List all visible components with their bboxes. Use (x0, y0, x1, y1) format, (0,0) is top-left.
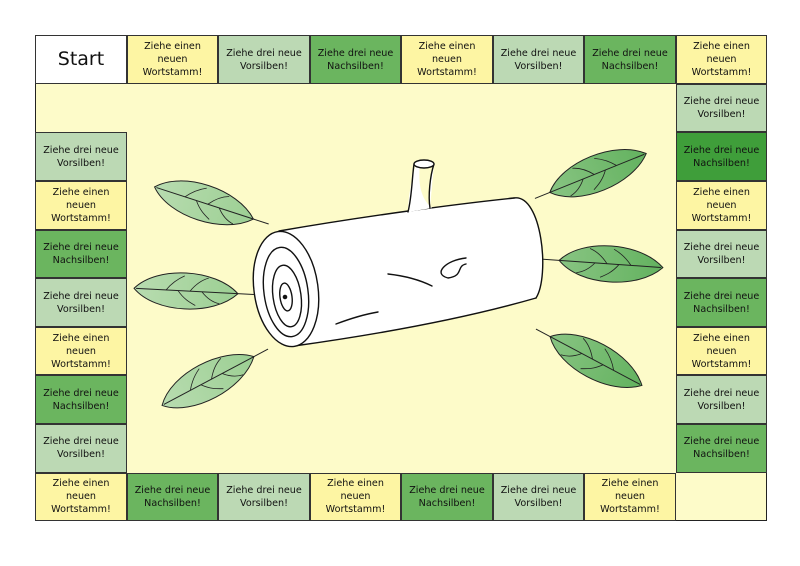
board-field-vorsilben[interactable]: Ziehe drei neue Vorsilben! (35, 278, 127, 327)
board-field-nachsilben[interactable]: Ziehe drei neue Nachsilben! (675, 278, 768, 327)
board-field-wortstamm[interactable]: Ziehe einen neuen Wortstamm! (309, 472, 402, 522)
board-field-wortstamm[interactable]: Ziehe einen neuen Wortstamm! (401, 35, 493, 84)
board-field-wortstamm[interactable]: Ziehe einen neuen Wortstamm! (584, 472, 676, 522)
leaf-icon (543, 245, 664, 283)
board-field-nachsilben[interactable]: Ziehe drei neue Nachsilben! (584, 35, 676, 84)
leaf-icon (534, 149, 647, 199)
board-field-vorsilben[interactable]: Ziehe drei neue Vorsilben! (35, 424, 127, 473)
board-field-nachsilben[interactable]: Ziehe drei neue Nachsilben! (309, 35, 402, 84)
board-field-nachsilben[interactable]: Ziehe drei neue Nachsilben! (35, 229, 127, 279)
board-field-vorsilben[interactable]: Ziehe drei neue Vorsilben! (675, 375, 768, 425)
board-field-wortstamm[interactable]: Ziehe einen neuen Wortstamm! (35, 472, 127, 522)
center-illustration (133, 149, 664, 409)
board-field-vorsilben[interactable]: Ziehe drei neue Vorsilben! (492, 472, 585, 522)
leaf-icon (153, 180, 269, 226)
board-field-nachsilben[interactable]: Ziehe drei neue Nachsilben! (401, 472, 493, 522)
board-field-vorsilben[interactable]: Ziehe drei neue Vorsilben! (218, 472, 310, 522)
board-field-nachsilben[interactable]: Ziehe drei neue Nachsilben! (126, 472, 219, 522)
leaf-icon (161, 348, 269, 409)
board-field-vorsilben[interactable]: Ziehe drei neue Vorsilben! (675, 83, 768, 133)
board-field-vorsilben[interactable]: Ziehe drei neue Vorsilben! (492, 35, 585, 84)
start-field[interactable]: Start (35, 35, 127, 84)
board-field-vorsilben[interactable]: Ziehe drei neue Vorsilben! (218, 35, 310, 84)
board-field-nachsilben[interactable]: Ziehe drei neue Nachsilben! (675, 132, 768, 182)
board-field-wortstamm[interactable]: Ziehe einen neuen Wortstamm! (35, 326, 127, 376)
log-icon (252, 159, 544, 348)
board-field-wortstamm[interactable]: Ziehe einen neuen Wortstamm! (675, 326, 768, 376)
board-field-vorsilben[interactable]: Ziehe drei neue Vorsilben! (35, 132, 127, 182)
board-field-wortstamm[interactable]: Ziehe einen neuen Wortstamm! (675, 181, 768, 230)
leaf-icon (133, 272, 254, 310)
board-field-vorsilben[interactable]: Ziehe drei neue Vorsilben! (675, 229, 768, 279)
board-field-wortstamm[interactable]: Ziehe einen neuen Wortstamm! (675, 35, 768, 84)
board-field-nachsilben[interactable]: Ziehe drei neue Nachsilben! (35, 375, 127, 425)
board-field-nachsilben[interactable]: Ziehe drei neue Nachsilben! (675, 424, 768, 473)
leaf-icon (535, 328, 643, 388)
board-field-wortstamm[interactable]: Ziehe einen neuen Wortstamm! (35, 181, 127, 230)
board-field-wortstamm[interactable]: Ziehe einen neuen Wortstamm! (126, 35, 219, 84)
